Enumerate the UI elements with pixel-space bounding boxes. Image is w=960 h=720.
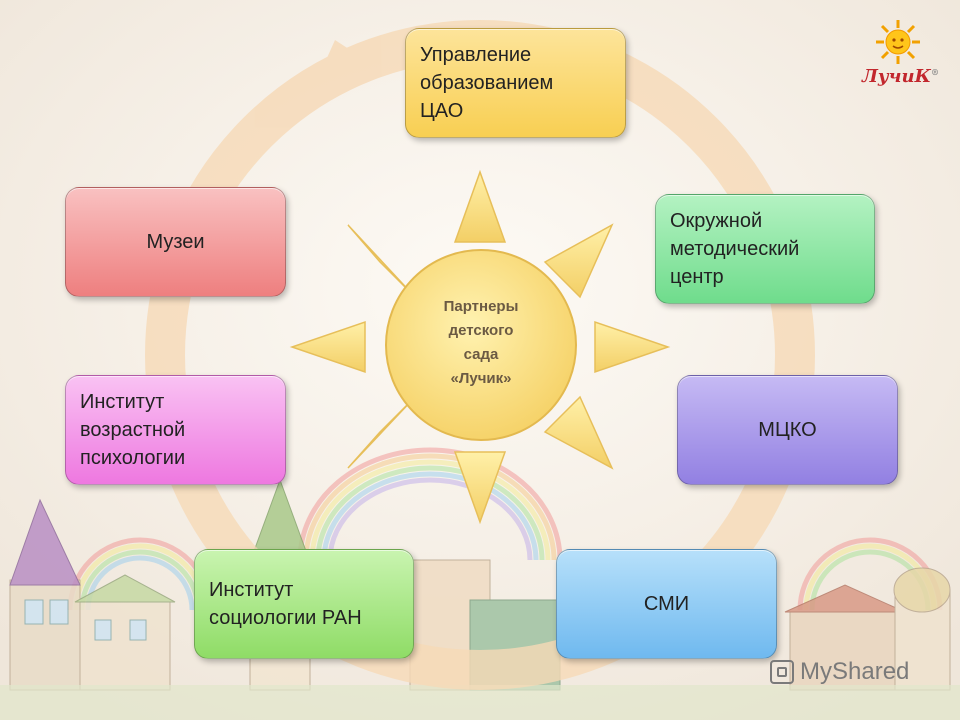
node-psychology-label: Институт возрастной психологии	[80, 391, 186, 469]
node-sociology-label: Институт социологии РАН	[209, 579, 362, 629]
sun-rays	[289, 169, 671, 525]
sun-center	[385, 249, 577, 441]
myshared-icon	[770, 660, 794, 684]
node-sociology-institute: Институт социологии РАН	[194, 549, 414, 659]
node-education-department: Управление образованием ЦАО	[405, 28, 626, 138]
node-methodical-label: Окружной методический центр	[670, 210, 800, 288]
node-museums: Музеи	[65, 187, 286, 297]
node-mcko-label: МЦКО	[758, 419, 817, 441]
node-media: СМИ	[556, 549, 777, 659]
node-mcko: МЦКО	[677, 375, 898, 485]
logo-sun-icon	[876, 20, 920, 64]
logo: ЛучиК®	[862, 66, 939, 87]
logo-registered-mark: ®	[931, 67, 940, 77]
watermark: MyShared	[770, 658, 909, 686]
node-education-label: Управление образованием ЦАО	[420, 44, 554, 122]
node-psychology-institute: Институт возрастной психологии	[65, 375, 286, 485]
watermark-text: MyShared	[800, 658, 910, 685]
node-media-label: СМИ	[643, 593, 690, 615]
center-title: Партнеры детского сада «Лучик»	[443, 298, 519, 387]
node-methodical-center: Окружной методический центр	[655, 194, 875, 304]
node-museums-label: Музеи	[146, 231, 205, 253]
logo-text: ЛучиК	[862, 66, 932, 87]
